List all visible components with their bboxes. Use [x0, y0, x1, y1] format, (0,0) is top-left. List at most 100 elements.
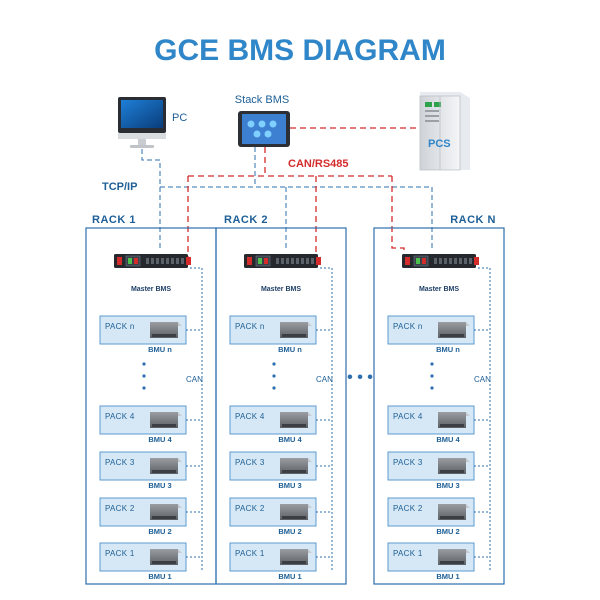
pack-label: PACK 4: [235, 412, 265, 421]
pack-box: PACK n: [99, 315, 187, 345]
pack-label: PACK 3: [235, 458, 265, 467]
pack-box: PACK 1: [99, 542, 187, 572]
pack-box: PACK 3: [229, 451, 317, 481]
master-bms-label: Master BMS: [261, 286, 301, 293]
bmu-label: BMU 2: [278, 527, 301, 536]
pack-box: PACK 1: [229, 542, 317, 572]
bmu-label: BMU 3: [278, 481, 301, 490]
master-bms-icon: [114, 254, 191, 268]
bmu-label: BMU 4: [436, 435, 460, 444]
rack-3: RACK N Master BMS CAN PACK n BMU n PACK 4 BMU …: [373, 214, 505, 585]
ellipsis-dot: [430, 374, 434, 378]
bmu-label: BMU n: [436, 345, 460, 354]
ellipsis-dot: [272, 386, 276, 390]
pack-box: PACK 1: [387, 542, 475, 572]
battery-module-icon: [150, 458, 182, 474]
ellipsis-dot: [272, 362, 276, 366]
ellipsis-dot: [142, 386, 146, 390]
pack-box: PACK 3: [99, 451, 187, 481]
battery-module-icon: [150, 322, 182, 338]
master-bms-label: Master BMS: [131, 286, 171, 293]
bmu-label: BMU 1: [148, 572, 171, 581]
bmu-label: BMU 1: [436, 572, 459, 581]
pack-box: PACK 4: [229, 405, 317, 435]
battery-module-icon: [280, 549, 312, 565]
ellipsis-dot: [142, 362, 146, 366]
pack-label: PACK n: [105, 322, 135, 331]
bmu-label: BMU 3: [436, 481, 459, 490]
rack-frame: [373, 227, 505, 585]
pack-box: PACK 2: [229, 497, 317, 527]
pack-box: PACK n: [387, 315, 475, 345]
rack-label: RACK 1: [92, 214, 136, 226]
pack-box: PACK 2: [387, 497, 475, 527]
rack-label: RACK N: [450, 214, 496, 226]
rack-1: RACK 1 Master BMS CAN PACK n BMU n PACK 4 BMU …: [85, 214, 217, 585]
rack-frame: [215, 227, 347, 585]
ellipsis-dot: [142, 374, 146, 378]
ellipsis-dot: [430, 362, 434, 366]
racks-layer: RACK 1 Master BMS CAN PACK n BMU n PACK 4 BMU …: [85, 214, 505, 585]
pack-label: PACK n: [235, 322, 265, 331]
stack-bms-icon: [238, 111, 290, 147]
pack-label: PACK 4: [105, 412, 135, 421]
master-bms-label: Master BMS: [419, 286, 459, 293]
battery-module-icon: [150, 549, 182, 565]
bmu-label: BMU n: [148, 345, 172, 354]
pack-label: PACK 2: [235, 504, 265, 513]
pack-label: PACK 1: [105, 549, 135, 558]
bmu-label: BMU 3: [148, 481, 171, 490]
pack-label: PACK 3: [105, 458, 135, 467]
pcs-label: PCS: [428, 138, 451, 150]
can-rs485-label: CAN/RS485: [288, 158, 349, 170]
pcs-cabinet-icon: [419, 92, 470, 171]
battery-module-icon: [280, 504, 312, 520]
pack-label: PACK 1: [393, 549, 423, 558]
rack-2: RACK 2 Master BMS CAN PACK n BMU n PACK 4 BMU …: [215, 214, 347, 585]
can-label: CAN: [186, 375, 203, 384]
pack-label: PACK n: [393, 322, 423, 331]
pack-box: PACK 4: [387, 405, 475, 435]
pack-label: PACK 3: [393, 458, 423, 467]
pack-label: PACK 2: [393, 504, 423, 513]
pack-label: PACK 2: [105, 504, 135, 513]
bmu-label: BMU 4: [278, 435, 302, 444]
battery-module-icon: [438, 322, 470, 338]
battery-module-icon: [280, 412, 312, 428]
stack-bms-label: Stack BMS: [235, 94, 289, 106]
ellipsis-dot: [430, 386, 434, 390]
master-bms-icon: [244, 254, 321, 268]
bmu-label: BMU 2: [148, 527, 171, 536]
pc-label: PC: [172, 112, 187, 124]
pc-link: [141, 149, 161, 187]
bmu-label: BMU 1: [278, 572, 301, 581]
bmu-label: BMU 2: [436, 527, 459, 536]
battery-module-icon: [438, 412, 470, 428]
battery-module-icon: [280, 458, 312, 474]
battery-module-icon: [150, 412, 182, 428]
battery-module-icon: [438, 458, 470, 474]
more-racks-ellipsis: • • •: [347, 369, 373, 386]
ellipsis-dot: [272, 374, 276, 378]
page-title: GCE BMS DIAGRAM: [154, 34, 446, 67]
tcp-ip-label: TCP/IP: [102, 181, 137, 193]
battery-module-icon: [280, 322, 312, 338]
pack-box: PACK 3: [387, 451, 475, 481]
battery-module-icon: [150, 504, 182, 520]
battery-module-icon: [438, 504, 470, 520]
pack-box: PACK 4: [99, 405, 187, 435]
bmu-label: BMU n: [278, 345, 302, 354]
pack-label: PACK 1: [235, 549, 265, 558]
battery-module-icon: [438, 549, 470, 565]
bmu-label: BMU 4: [148, 435, 172, 444]
rack-label: RACK 2: [224, 214, 268, 226]
can-label: CAN: [474, 375, 491, 384]
pack-box: PACK 2: [99, 497, 187, 527]
pack-box: PACK n: [229, 315, 317, 345]
can-label: CAN: [316, 375, 333, 384]
pack-label: PACK 4: [393, 412, 423, 421]
pc-icon: [118, 97, 166, 148]
can-drop-rack-n: [391, 176, 405, 262]
master-bms-icon: [402, 254, 479, 268]
